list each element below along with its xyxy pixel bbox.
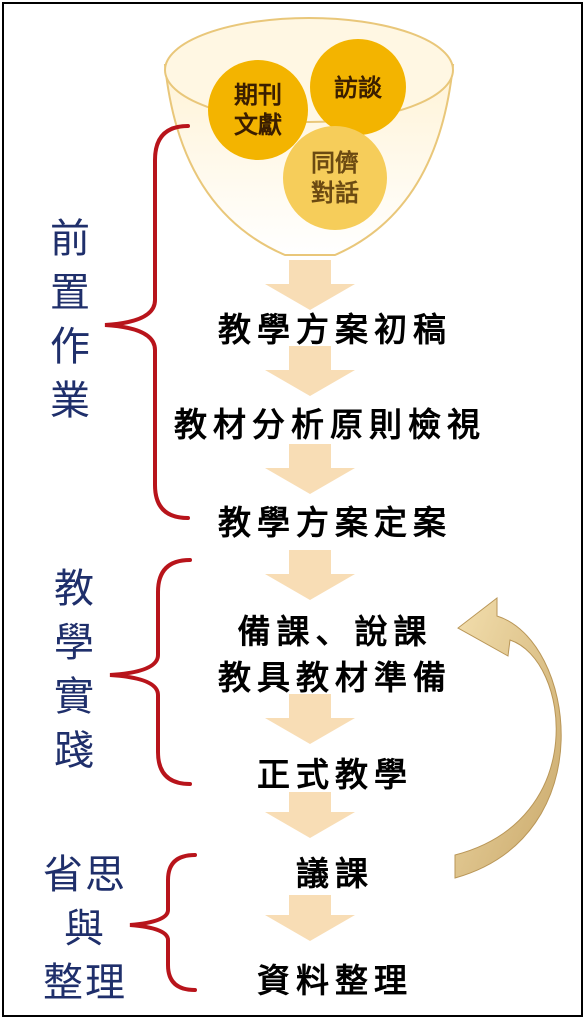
phase-label-preparation: 前 置 作 業: [50, 216, 92, 424]
down-arrow: [265, 792, 355, 838]
step-material-analysis: 教材分析原則檢視: [174, 405, 486, 444]
down-arrow: [265, 346, 355, 396]
bracket-preparation: [104, 124, 190, 520]
down-arrow: [265, 260, 355, 310]
step-formal-teaching: 正式教學: [257, 755, 413, 794]
source-label-journals: 期刊 文獻: [234, 80, 282, 139]
source-circle-interview: [310, 39, 406, 135]
down-arrow: [265, 444, 355, 494]
source-circle-peer: [283, 126, 387, 230]
step-lesson-review: 議課: [296, 854, 374, 893]
source-label-interview: 訪談: [334, 73, 382, 102]
phase-label-reflection: 省思 與 整理: [43, 852, 127, 1006]
source-circle-journals: [208, 60, 308, 160]
step-materials-prep: 教具教材準備: [218, 658, 452, 697]
down-arrows: [265, 260, 355, 941]
down-arrow: [265, 694, 355, 744]
bracket-practice: [109, 558, 192, 786]
bracket-reflection: [129, 853, 197, 992]
phase-label-practice: 教 學 實 踐: [54, 566, 96, 774]
step-draft-plan: 教學方案初稿: [218, 310, 452, 349]
down-arrow: [265, 895, 355, 941]
step-lesson-prep: 備課、說課: [237, 612, 433, 651]
step-final-plan: 教學方案定案: [218, 503, 452, 542]
loop-arrow: [454, 596, 562, 879]
source-label-peer: 同儕 對話: [311, 148, 359, 207]
down-arrow: [265, 550, 355, 600]
step-data-organizing: 資料整理: [257, 961, 413, 1000]
phase-brackets: [104, 124, 197, 992]
